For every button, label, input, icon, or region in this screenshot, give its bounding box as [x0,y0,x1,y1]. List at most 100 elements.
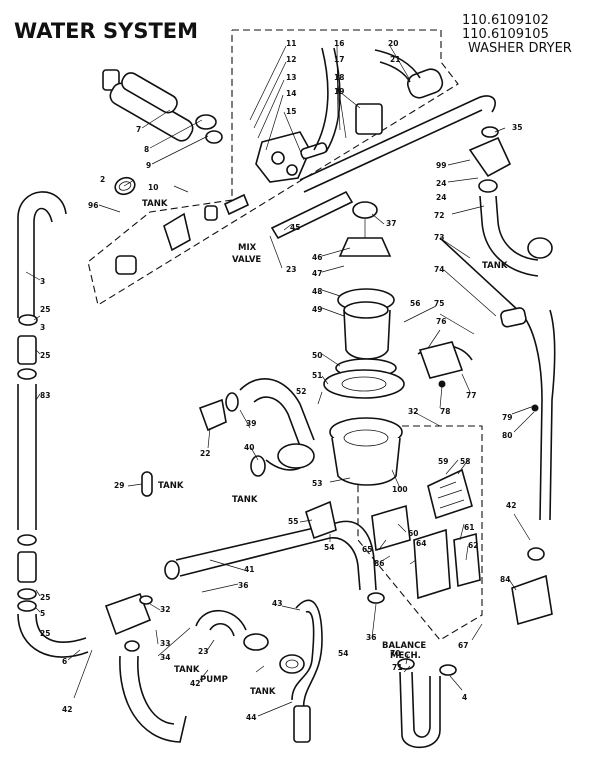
label-tank-right: TANK [482,261,508,271]
callout: 41 [244,565,254,574]
label-tank-pump: TANK [174,665,200,675]
inlet-bowl [329,417,403,486]
pump-outlet-hose [195,609,269,651]
tank-ring [114,176,136,196]
callout: 54 [338,649,348,658]
callout: 40 [244,443,254,452]
callout: 15 [286,107,296,116]
callout: 10 [148,183,158,192]
callout: 4 [462,693,467,702]
callout: 25 [40,305,50,314]
callout: 76 [436,317,446,326]
callout: 43 [272,599,282,608]
vacuum-breaker [468,126,512,193]
callout: 42 [62,705,72,714]
callout: 23 [198,647,208,656]
inlet-cap [338,201,392,257]
callout: 25 [40,351,50,360]
callout: 83 [40,391,50,400]
callout: 58 [460,457,470,466]
callout: 54 [324,543,334,552]
inlet-flange [323,369,405,399]
callout: 6 [62,657,67,666]
drain-hose-43 [279,599,323,743]
valve-bracket [115,193,250,275]
part-callouts: 11 12 13 14 15 16 17 18 19 20 21 7 8 9 2… [40,39,522,722]
leader-lines [25,45,535,717]
bracket-55 [305,500,337,540]
callout: 11 [286,39,296,48]
left-tank-hose [17,191,89,658]
callout: 25 [40,593,50,602]
inlet-housing [337,288,395,360]
callout: 64 [416,539,426,548]
valve-body [255,131,328,183]
callout: 53 [312,479,322,488]
callout: 72 [434,211,444,220]
drain-hose-39 [239,378,315,469]
callout: 2 [100,175,105,184]
pump-hose-lower [119,655,187,743]
callout: 61 [464,523,474,532]
callout: 12 [286,55,296,64]
callout: 33 [160,639,170,648]
callout: 21 [390,55,400,64]
callout: 79 [502,413,512,422]
callout: 5 [40,609,45,618]
callout: 50 [312,351,322,360]
callout: 65 [362,545,372,554]
callout: 37 [386,219,396,228]
callout: 29 [114,481,124,490]
callout: 35 [512,123,522,132]
callout: 46 [312,253,322,262]
callout: 77 [466,391,476,400]
text-labels: TANK MIX VALVE TANK TANK TANK BALANCE ME… [142,199,508,697]
callout: 18 [334,73,344,82]
callout: 80 [502,431,512,440]
label-mix-valve-2: VALVE [232,255,261,265]
label-tank-top: TANK [142,199,168,209]
callout: 51 [312,371,322,380]
callout: 24 [436,193,446,202]
callout: 36 [366,633,376,642]
callout: 13 [286,73,296,82]
callout: 7 [136,125,141,134]
drain-hose-22 [198,392,239,432]
label-tank-left: TANK [232,495,258,505]
drain-hose-40 [250,455,301,477]
callout: 70 [390,649,400,658]
fill-tube [270,190,354,240]
callout: 49 [312,305,322,314]
label-balance-1: BALANCE [382,641,426,651]
model-number-1: 110.6109102 [462,13,549,28]
tank-hose-right [479,195,553,277]
diagram-title: WATER SYSTEM [14,19,198,43]
label-tank-mid: TANK [158,481,184,491]
callout: 19 [334,87,344,96]
callout: 16 [334,39,344,48]
label-tank-bottom: TANK [250,687,276,697]
upper-fill-hose [299,95,496,193]
callout: 60 [408,529,418,538]
callout: 47 [312,269,322,278]
callout: 36 [238,581,248,590]
callout: 32 [408,407,418,416]
callout: 67 [458,641,468,650]
solenoid-right [313,47,444,153]
callout: 20 [388,39,398,48]
balance-mech [371,468,553,626]
label-pump: PUMP [200,675,228,685]
callout: 74 [434,265,444,274]
callout: 48 [312,287,322,296]
callout: 23 [286,265,296,274]
callout: 52 [296,387,306,396]
callout: 62 [468,541,478,550]
tank-fitting-29 [141,471,153,497]
balance-mech-outline [357,425,483,641]
label-balance-2: MECH. [390,651,421,661]
callout: 99 [436,161,446,170]
siphon-bracket [418,341,539,412]
callout: 42 [506,501,516,510]
callout: 84 [500,575,510,584]
